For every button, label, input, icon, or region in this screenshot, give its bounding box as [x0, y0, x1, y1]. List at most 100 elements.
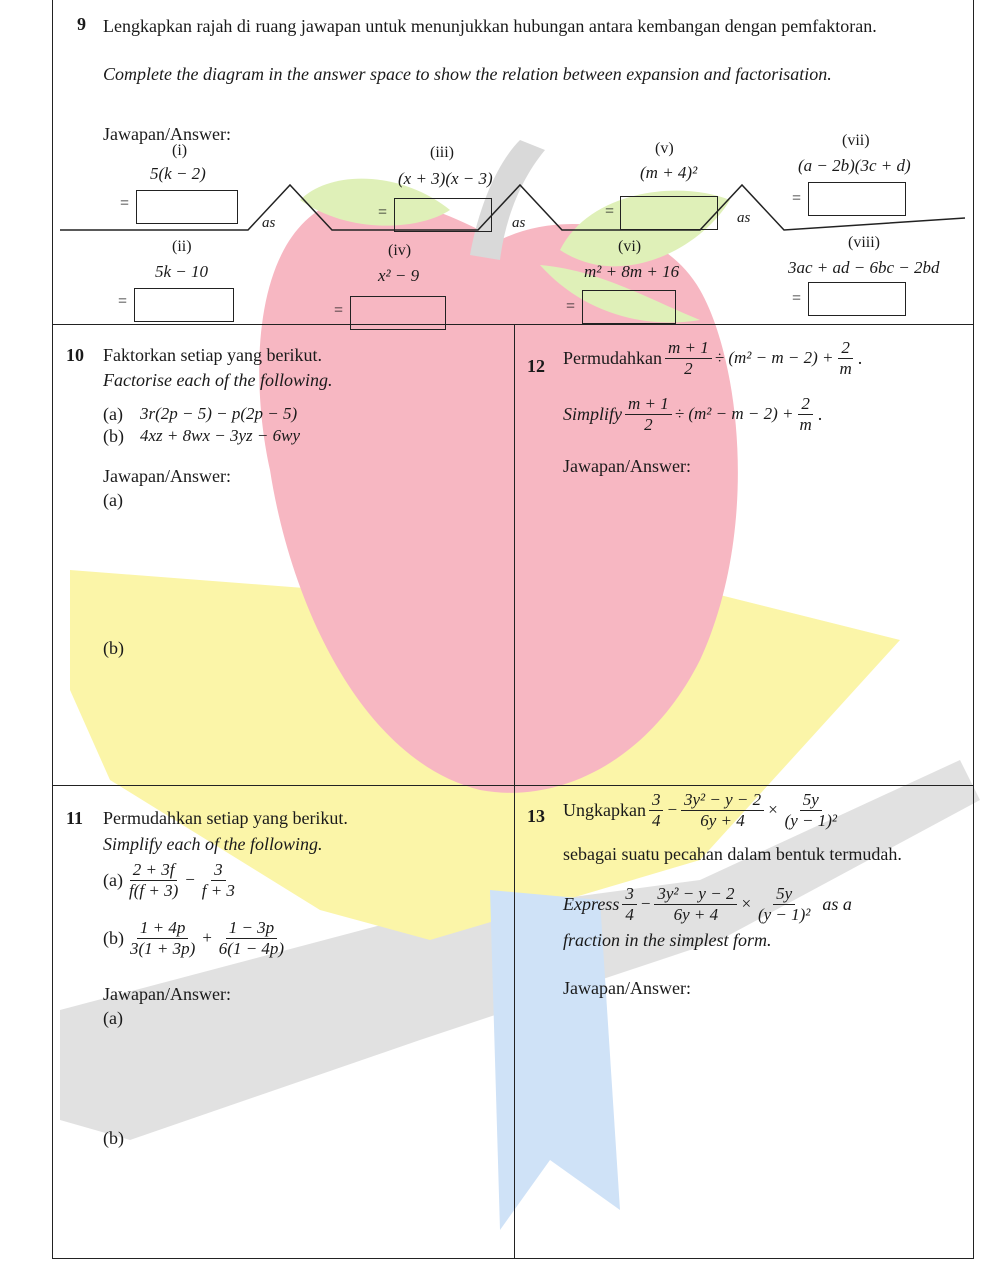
q9-instruction-malay: Lengkapkan rajah di ruang jawapan untuk … [103, 16, 877, 36]
q10-answer-b: (b) [103, 638, 124, 658]
q13-en-f1-den: 4 [625, 904, 634, 924]
q12-f2-num: 2 [838, 338, 853, 359]
q9-item-viii-roman: (viii) [848, 234, 880, 251]
q12-en-f1-num: m + 1 [625, 394, 672, 415]
q13-en-f2-num: 3y² − y − 2 [654, 884, 738, 905]
q13-en-f3-den: (y − 1)² [757, 904, 811, 924]
q13-malay-tail: sebagai suatu pecahan dalam bentuk termu… [563, 844, 902, 864]
q10-part-a-expr: 3r(2p − 5) − p(2p − 5) [140, 404, 298, 423]
q10-instruction-english: Factorise each of the following. [103, 370, 333, 390]
q11-number: 11 [66, 808, 84, 828]
q9-answer-box-i[interactable] [136, 190, 238, 224]
q9-item-iv-equals: = [334, 302, 344, 319]
q13-en-op2: × [740, 894, 752, 914]
q10-instruction-malay: Faktorkan setiap yang berikut. [103, 345, 322, 365]
q13-op2: × [767, 800, 779, 820]
q9-item-vii-roman: (vii) [842, 132, 870, 149]
q9-item-iii-roman: (iii) [430, 144, 454, 161]
q12-en-f1-den: 2 [644, 414, 653, 434]
q9-as-label-1: as [262, 215, 276, 231]
q9-item-ii-expr: 5k − 10 [155, 262, 209, 281]
q9-answer-box-vii[interactable] [808, 182, 906, 216]
q13-en-fraction-3: 5y(y − 1)² [755, 884, 813, 924]
column-divider [514, 324, 515, 1258]
q9-answer-box-vi[interactable] [582, 290, 676, 324]
q11-a-f1-num: 2 + 3f [129, 860, 178, 881]
q12-end: . [857, 347, 863, 368]
q11-instruction-english: Simplify each of the following. [103, 834, 323, 854]
q9-item-ii-equals: = [118, 293, 128, 310]
divider-q9 [52, 324, 973, 325]
q11-part-a-label: (a) [103, 869, 123, 890]
q11-answer-b: (b) [103, 1128, 124, 1148]
q9-instruction-english: Complete the diagram in the answer space… [103, 64, 832, 84]
q9-item-iv-expr: x² − 9 [378, 266, 420, 285]
q10-number: 10 [66, 345, 84, 365]
q13-english-word: Express [563, 893, 620, 914]
q9-answer-box-v[interactable] [620, 196, 718, 230]
q11-b-f2-num: 1 − 3p [225, 918, 278, 939]
q12-f1-num: m + 1 [664, 338, 712, 359]
q12-number: 12 [527, 356, 545, 376]
q13-op1: − [666, 800, 678, 820]
q13-f2-den: 6y + 4 [700, 810, 745, 830]
q10-answer-label: Jawapan/Answer: [103, 466, 231, 486]
q13-en-f2-den: 6y + 4 [673, 904, 719, 924]
q12-f1-den: 2 [684, 358, 693, 378]
q9-answer-box-iv[interactable] [350, 296, 446, 330]
q10-part-b-label: (b) [103, 426, 124, 446]
q12-en-f2-num: 2 [798, 394, 813, 415]
q13-fraction-3: 5y(y − 1)² [782, 790, 840, 830]
q11-a-f2-den: f + 3 [201, 880, 235, 900]
q9-item-i-roman: (i) [172, 142, 188, 159]
q9-item-i-equals: = [120, 195, 130, 212]
q11-part-b-label: (b) [103, 927, 124, 948]
q9-item-v-expr: (m + 4)² [640, 163, 698, 182]
q13-f1-num: 3 [648, 790, 664, 811]
q13-english-as: as a [822, 893, 852, 914]
q11-answer-a: (a) [103, 1008, 123, 1028]
q13-f1-den: 4 [651, 810, 661, 830]
q9-item-vi-equals: = [566, 298, 576, 315]
q11-a-f2-num: 3 [211, 860, 226, 881]
q12-en-end: . [817, 403, 823, 424]
q13-f3-num: 5y [799, 790, 822, 811]
q13-malay-word: Ungkapkan [563, 799, 646, 820]
q11-a-f1-den: f(f + 3) [128, 880, 179, 900]
q12-en-f2-den: m [799, 414, 812, 434]
q9-item-v-equals: = [605, 203, 615, 220]
page-frame [52, 0, 974, 1259]
q9-answer-box-ii[interactable] [134, 288, 234, 322]
q9-answer-label: Jawapan/Answer: [103, 124, 231, 144]
q9-item-v-roman: (v) [655, 140, 674, 157]
q12-en-mid: ÷ (m² − m − 2) + [674, 404, 794, 424]
q13-number: 13 [527, 806, 545, 826]
q13-english-tail: fraction in the simplest form. [563, 930, 772, 950]
q9-item-ii-roman: (ii) [172, 238, 192, 255]
q9-item-i-expr: 5(k − 2) [150, 164, 206, 183]
q11-a-op: − [184, 870, 196, 890]
q9-item-iv-roman: (iv) [388, 242, 412, 259]
q12-english-word: Simplify [563, 403, 622, 424]
q9-item-iii-equals: = [378, 204, 388, 221]
q9-as-label-3: as [737, 210, 751, 226]
q11-b-op: + [201, 928, 213, 948]
q9-item-vi-expr: m² + 8m + 16 [584, 262, 680, 281]
q12-answer-label: Jawapan/Answer: [563, 456, 691, 476]
q9-diagram-lines [60, 183, 966, 231]
q9-answer-box-iii[interactable] [394, 198, 492, 232]
q9-answer-box-viii[interactable] [808, 282, 906, 316]
q12-malay-word: Permudahkan [563, 347, 662, 368]
